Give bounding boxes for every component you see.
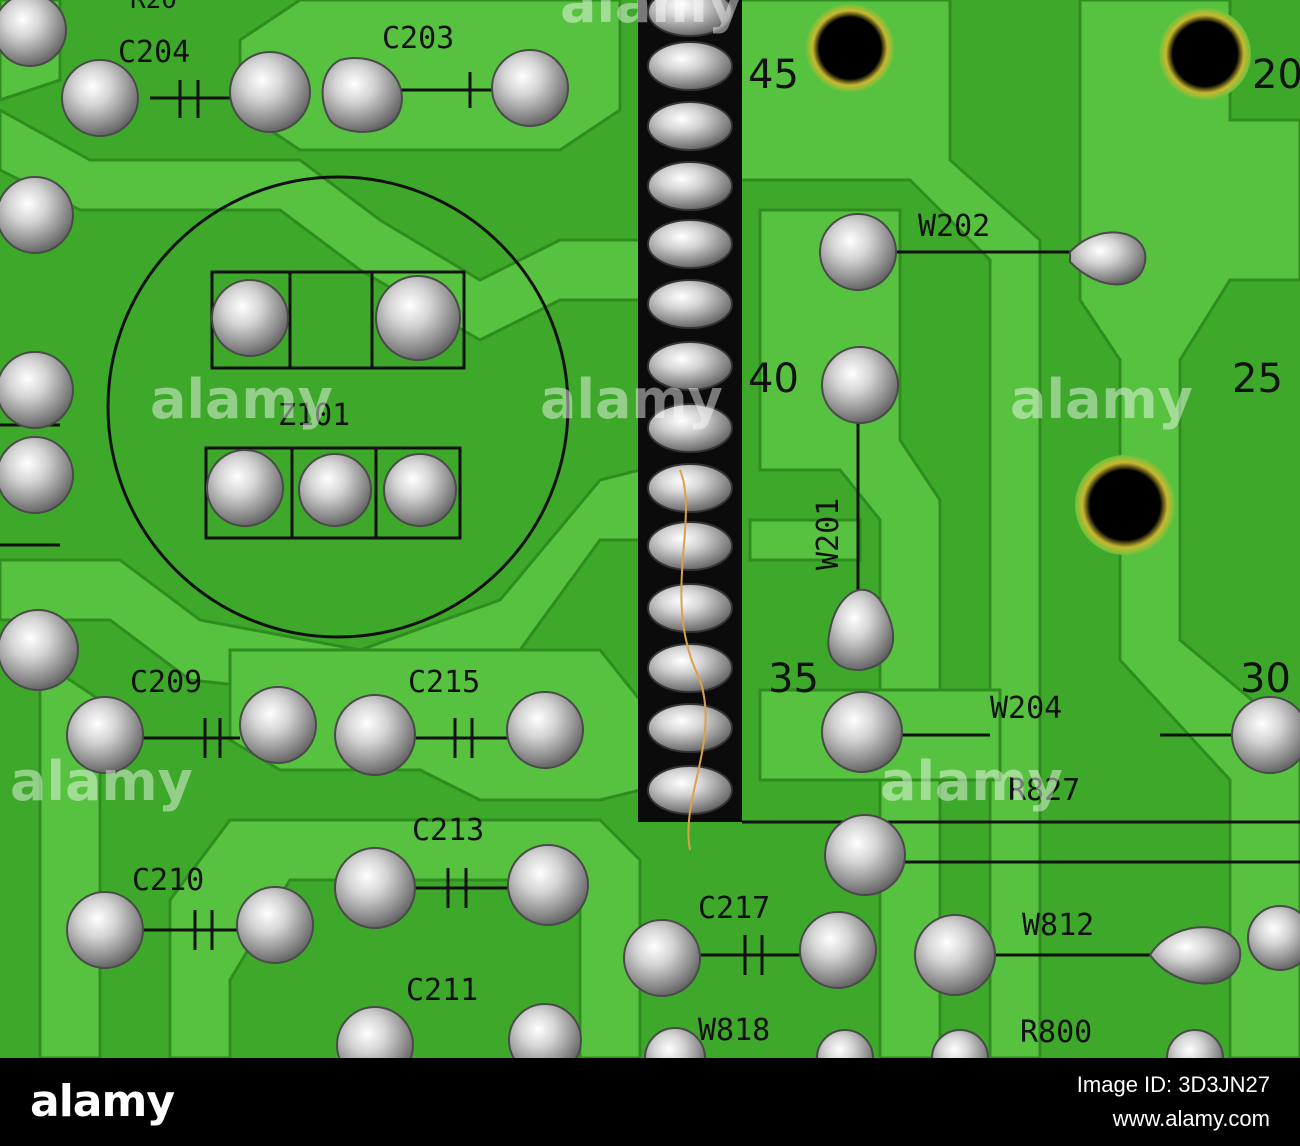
label-w812: W812 bbox=[1022, 908, 1094, 943]
watermark-text-right: alamy bbox=[1010, 368, 1193, 431]
silkscreen-lines bbox=[0, 72, 1300, 975]
label-r20: R20 bbox=[130, 0, 177, 15]
circuit-board-photo: R20 C204 C203 Z101 45 40 35 20 25 30 W20… bbox=[0, 0, 1300, 1058]
ic-pin-strip bbox=[638, 0, 742, 851]
label-pin-30: 30 bbox=[1240, 656, 1291, 702]
alamy-logo: alamy bbox=[30, 1076, 175, 1127]
label-w204: W204 bbox=[990, 691, 1062, 726]
solder-joints bbox=[0, 0, 1300, 1058]
label-r800: R800 bbox=[1020, 1015, 1092, 1050]
mounting-holes bbox=[806, 4, 1251, 555]
watermark-text-center: alamy bbox=[540, 368, 723, 431]
watermark-text-bottom-right: alamy bbox=[880, 750, 1063, 813]
watermark-text-bottom-left: alamy bbox=[10, 750, 193, 813]
label-z101: Z101 bbox=[278, 398, 350, 433]
label-c213: C213 bbox=[412, 813, 484, 848]
label-c203: C203 bbox=[382, 21, 454, 56]
label-pin-25: 25 bbox=[1232, 356, 1283, 402]
label-w818: W818 bbox=[698, 1013, 770, 1048]
silkscreen-text: R20 C204 C203 Z101 45 40 35 20 25 30 W20… bbox=[118, 0, 1300, 1050]
label-pin-45: 45 bbox=[748, 52, 799, 98]
image-id: Image ID: 3D3JN27 bbox=[1076, 1072, 1270, 1097]
pcb-illustration: R20 C204 C203 Z101 45 40 35 20 25 30 W20… bbox=[0, 0, 1300, 1058]
label-c217: C217 bbox=[698, 891, 770, 926]
label-w201: W201 bbox=[811, 498, 846, 570]
label-c204: C204 bbox=[118, 35, 190, 70]
stock-footer-bar: alamy Image ID: 3D3JN27 www.alamy.com bbox=[0, 1058, 1300, 1146]
label-r827: R827 bbox=[1008, 773, 1080, 808]
label-c211: C211 bbox=[406, 973, 478, 1008]
label-w202: W202 bbox=[918, 209, 990, 244]
site-url: www.alamy.com bbox=[1112, 1106, 1270, 1131]
label-pin-20: 20 bbox=[1252, 52, 1300, 98]
watermark-text-top: alamy bbox=[560, 0, 743, 35]
label-pin-40: 40 bbox=[748, 356, 799, 402]
watermark: alamy alamy alamy alamy alamy alamy bbox=[10, 0, 1193, 813]
image-info: Image ID: 3D3JN27 www.alamy.com bbox=[1077, 1068, 1270, 1136]
watermark-text-left: alamy bbox=[150, 368, 333, 431]
label-c209: C209 bbox=[130, 665, 202, 700]
label-pin-35: 35 bbox=[768, 656, 819, 702]
label-c215: C215 bbox=[408, 665, 480, 700]
label-c210: C210 bbox=[132, 863, 204, 898]
